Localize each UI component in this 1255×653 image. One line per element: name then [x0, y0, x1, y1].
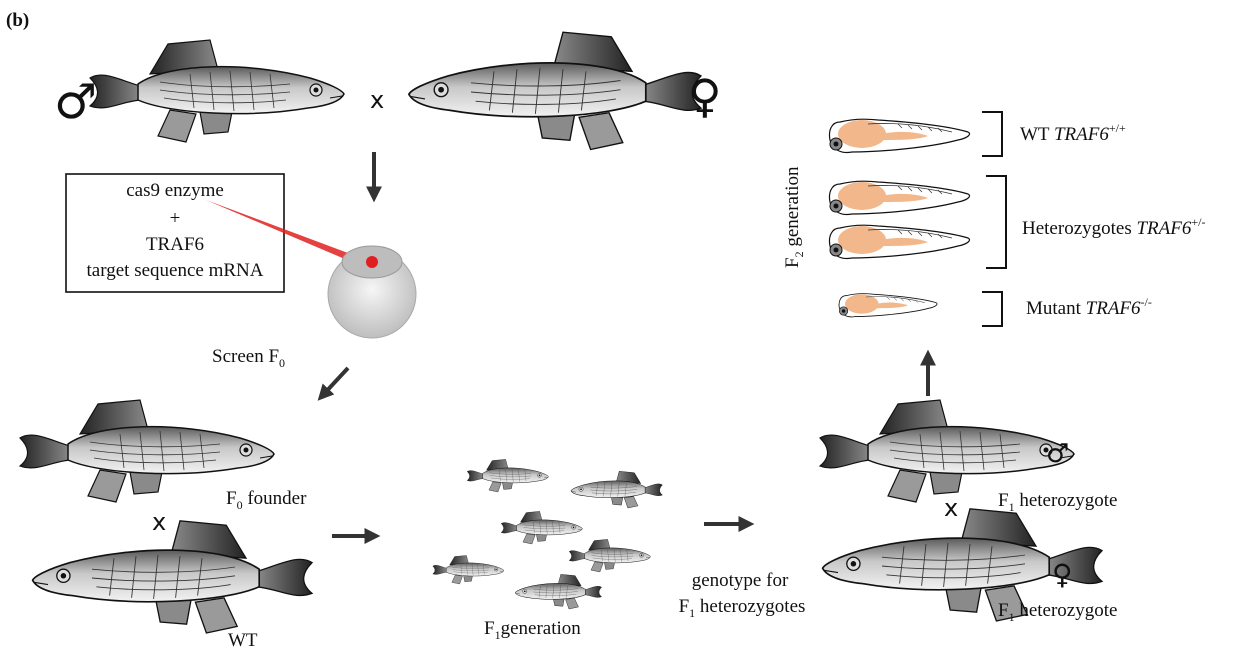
bracket-wt	[982, 112, 1002, 156]
f1-female-icon: ♀	[1052, 558, 1073, 591]
female-icon: ♀	[688, 69, 722, 123]
arrow-to-founder	[322, 368, 348, 396]
bracket-mutant	[982, 292, 1002, 326]
wt-label: WT	[228, 630, 258, 651]
genotype-line-1: genotype for	[692, 570, 789, 591]
cross-symbol-founder: x	[152, 508, 166, 536]
female-fish-illustration	[409, 32, 701, 149]
bracket-het	[986, 176, 1006, 268]
f1-male-het-label: F1 heterozygote	[998, 490, 1117, 514]
injection-line-2: +	[170, 208, 181, 229]
f1-fish-6	[515, 574, 601, 609]
f1-male-fish-illustration	[820, 400, 1074, 502]
larva-het-2	[829, 225, 969, 258]
injection-dot	[366, 256, 378, 268]
genotype-line-2: F1 heterozygotes	[679, 596, 806, 620]
genotype-wt-label: WT TRAF6+/+	[1020, 121, 1126, 145]
cross-symbol-f1: x	[944, 494, 958, 522]
genotype-mutant-label: Mutant TRAF6-/-	[1026, 295, 1152, 319]
f1-female-het-label: F1 heterozygote	[998, 600, 1117, 624]
injection-line-1: cas9 enzyme	[126, 180, 224, 201]
larva-mutant	[839, 294, 937, 317]
f1-fish-5	[569, 539, 650, 572]
f1-fish-3	[501, 511, 582, 544]
f1-male-icon: ♂	[1046, 439, 1069, 469]
wt-fish-illustration	[33, 521, 312, 633]
male-icon: ♂	[54, 74, 97, 130]
injection-line-4: target sequence mRNA	[87, 260, 264, 281]
founder-label: F0 founder	[226, 488, 307, 512]
screen-f0-label: Screen F0	[212, 346, 285, 370]
cross-symbol-top: x	[370, 86, 384, 114]
f1-fish-4	[433, 555, 504, 584]
founder-fish-illustration	[20, 400, 274, 502]
panel-label: (b)	[6, 10, 29, 31]
f1-fish-2	[571, 471, 662, 508]
larva-wt	[829, 119, 969, 152]
f2-generation-label: F2 generation	[782, 166, 806, 268]
f1-fish-1	[467, 459, 548, 492]
f1-generation-label: F1generation	[484, 618, 581, 642]
injection-line-3: TRAF6	[146, 234, 204, 255]
genotype-het-label: Heterozygotes TRAF6+/-	[1022, 215, 1205, 239]
male-fish-illustration	[90, 40, 344, 142]
larva-het-1	[829, 181, 969, 214]
